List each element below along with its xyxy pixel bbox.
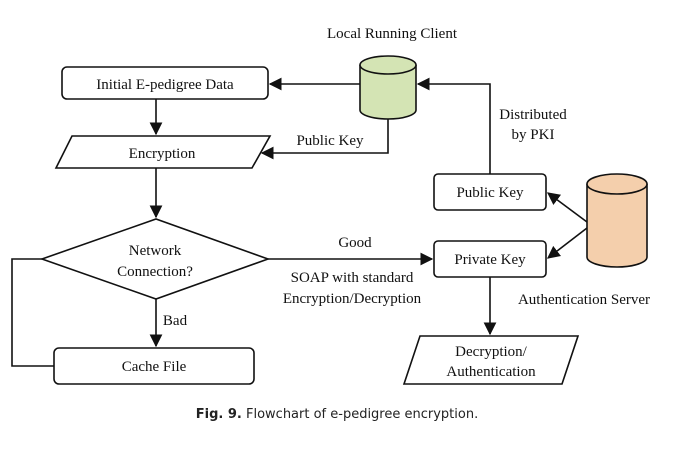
edge-server-to-private-key <box>546 227 588 259</box>
bad-label: Bad <box>163 313 188 329</box>
edge-public-key-to-encryption <box>260 119 389 160</box>
authentication-server-database-icon <box>586 173 648 268</box>
local-client-database-icon <box>359 55 417 120</box>
edge-pki-to-client <box>416 77 491 174</box>
auth-server-label: Authentication Server <box>518 292 650 308</box>
decryption-label-line1: Decryption/ <box>455 344 527 360</box>
public-key-box-label: Public Key <box>456 185 524 201</box>
network-decision <box>39 218 271 300</box>
initial-data-box <box>61 66 269 100</box>
edge-cache-retry-loop <box>11 258 54 367</box>
encryption-label: Encryption <box>129 146 196 162</box>
decryption-box <box>402 335 580 385</box>
network-label-line1: Network <box>129 243 182 259</box>
cache-file-label: Cache File <box>122 359 187 375</box>
network-label-line2: Connection? <box>117 264 193 280</box>
figure-caption-text: Flowchart of e-pedigree encryption. <box>242 407 478 422</box>
distributed-label-line2: by PKI <box>512 127 555 143</box>
encryption-box <box>54 135 272 169</box>
decryption-label-line2: Authentication <box>446 364 536 380</box>
public-key-edge-label: Public Key <box>296 133 364 149</box>
soap-label-line2: Encryption/Decryption <box>283 291 422 307</box>
figure-caption: Fig. 9. Flowchart of e-pedigree encrypti… <box>196 407 478 422</box>
good-label: Good <box>338 235 372 251</box>
distributed-label-line1: Distributed <box>499 107 567 123</box>
local-client-label: Local Running Client <box>327 26 458 42</box>
figure-caption-label: Fig. 9. <box>196 407 242 422</box>
edge-server-to-public-key <box>546 192 588 223</box>
initial-data-label: Initial E-pedigree Data <box>96 77 234 93</box>
soap-label-line1: SOAP with standard <box>291 270 414 286</box>
private-key-box-label: Private Key <box>454 252 526 268</box>
